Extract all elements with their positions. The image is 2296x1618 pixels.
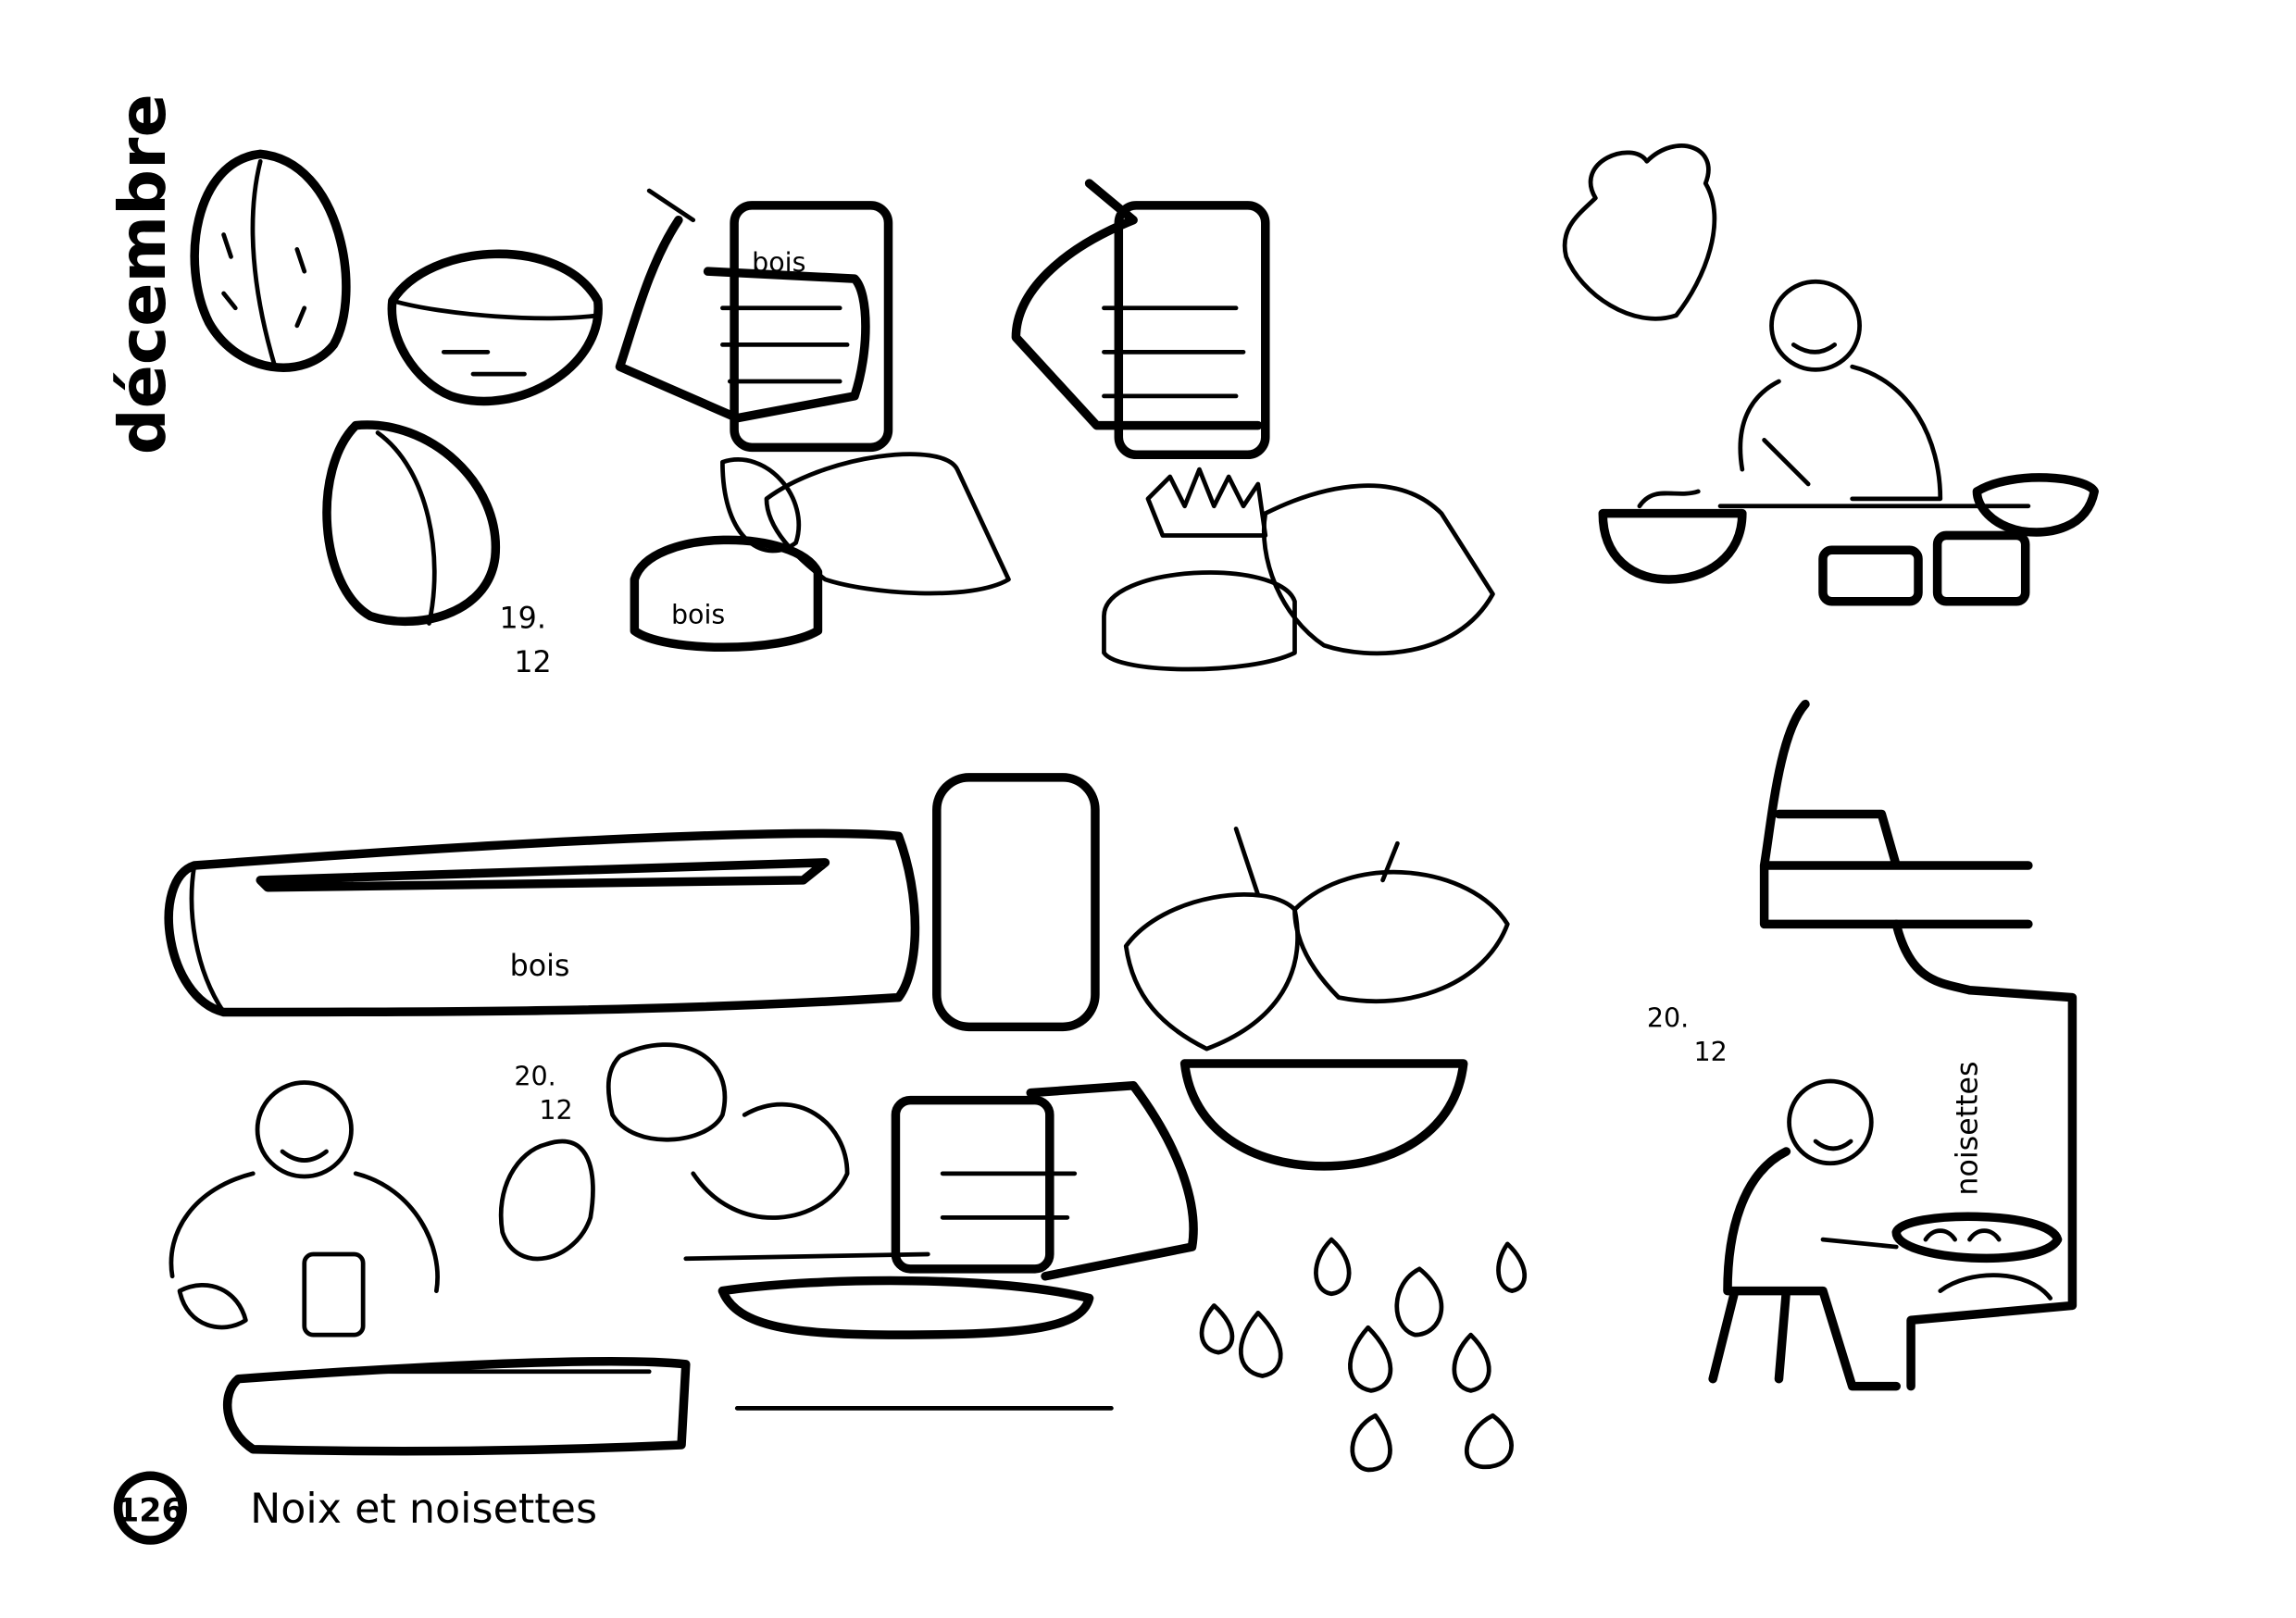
walnut-whole [190,149,351,372]
person-roasting-hazelnuts [1708,1078,2063,1391]
wood-cup-standing [932,773,1100,1032]
wood-block [630,452,1011,652]
date-label-month: 12 [1694,1037,1728,1067]
hand-with-cup-over-nuts [683,1080,1198,1411]
month-heading: décembre [106,93,181,454]
cup-label: bois [752,247,805,278]
date-label-day: 20. [1647,1002,1689,1033]
walnut-half [387,249,603,406]
date-label-day: 20. [514,1062,555,1092]
person-shelling-walnuts [1738,279,1943,502]
date-label-day: 19. [500,602,546,635]
hand-holding-cup [615,188,893,453]
person-cracking-hazelnuts [168,1080,440,1338]
page-number: 126 [117,1492,184,1529]
hazelnut [605,1042,728,1142]
hand-pressing-cup [1011,179,1495,672]
walnut-split [322,420,501,627]
block-label: bois [671,600,725,630]
date-label-month: 12 [514,646,551,679]
page-title: Noix et noisettes [250,1486,597,1533]
page-number-badge [113,1471,187,1545]
wood-log-with-groove [164,828,920,1017]
wood-cups [1818,530,2030,606]
hazelnut [498,1139,595,1262]
hazelnuts-scattered [1199,1237,1528,1473]
shelled-walnut-kernel [1562,143,1717,321]
fireplace [1759,699,2078,1391]
hands-peeling-over-bowl [1123,827,1510,1171]
date-label-month: 12 [539,1095,572,1126]
log-label: bois [510,950,570,983]
small-log [223,1356,691,1456]
empty-bowl [1972,473,2099,537]
pan-label: noisettes [1951,1061,1984,1195]
